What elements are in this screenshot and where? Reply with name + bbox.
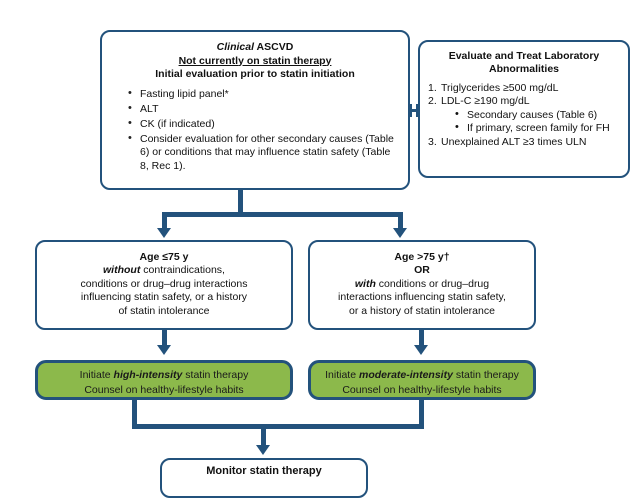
list-item-number: 3. — [428, 136, 437, 148]
lab-numbered-list: 1. Triglycerides ≥500 mg/dL 2. LDL-C ≥190 … — [428, 82, 620, 149]
initiate-high-intensity-box: Initiate high-intensity statin therapy C… — [35, 360, 293, 400]
list-item: ALT — [128, 102, 396, 116]
list-item: Consider evaluation for other secondary … — [128, 132, 396, 173]
age-le-75-line4: influencing statin safety, or a history — [80, 291, 248, 304]
ascvd-word: ASCVD — [254, 41, 294, 53]
ascvd-heading: Clinical ASCVD Not currently on statin t… — [112, 41, 398, 82]
flowchart-canvas: Clinical ASCVD Not currently on statin t… — [0, 0, 638, 479]
age-gt-75-line1: Age >75 y† — [394, 251, 450, 263]
moderate-intensity-pre: Initiate — [325, 369, 359, 381]
lab-heading: Evaluate and Treat Laboratory Abnormalit… — [428, 50, 620, 76]
list-item: 2. LDL-C ≥190 mg/dL Secondary causes (Tab… — [428, 95, 620, 136]
age-gt-75-box: Age >75 y† OR with conditions or drug–dr… — [308, 240, 536, 330]
connector-right-drop — [398, 212, 403, 230]
high-intensity-line2: Counsel on healthy-lifestyle habits — [84, 384, 244, 396]
dashed-connector-right-cap — [416, 104, 419, 117]
ascvd-clinical-word: Clinical — [216, 41, 255, 53]
age-gt-75-line3-rest: conditions or drug–drug — [375, 277, 490, 290]
age-gt-75-text: Age >75 y† OR with conditions or drug–dr… — [310, 242, 534, 318]
list-item-text: Triglycerides ≥500 mg/dL — [441, 82, 559, 94]
arrow-to-age-gt-box — [393, 228, 407, 238]
arrow-to-green-moderate-box — [414, 345, 428, 355]
connector-green-high-down — [132, 400, 137, 427]
lab-abnormalities-box: Evaluate and Treat Laboratory Abnormalit… — [418, 40, 630, 178]
list-item: If primary, screen family for FH — [441, 121, 620, 136]
ascvd-heading-line3: Initial evaluation prior to statin initi… — [155, 68, 355, 80]
arrow-to-age-le-box — [157, 228, 171, 238]
moderate-intensity-emph: moderate-intensity — [358, 369, 453, 381]
high-intensity-pre: Initiate — [79, 369, 114, 381]
connector-trunk-vertical — [238, 190, 243, 215]
moderate-intensity-line2: Counsel on healthy-lifestyle habits — [342, 384, 502, 396]
list-item-number: 2. — [428, 95, 437, 108]
list-item: Secondary causes (Table 6) — [441, 108, 620, 123]
initiate-moderate-intensity-text: Initiate moderate-intensity statin thera… — [311, 363, 533, 398]
age-le-75-box: Age ≤75 y without contraindications, con… — [35, 240, 293, 330]
high-intensity-line1: Initiate high-intensity statin therapy — [38, 368, 290, 383]
list-item-number: 1. — [428, 82, 437, 94]
clinical-ascvd-box: Clinical ASCVD Not currently on statin t… — [100, 30, 410, 190]
lab-heading-line1: Evaluate and Treat Laboratory — [448, 50, 600, 62]
list-item-text: Unexplained ALT ≥3 times ULN — [441, 136, 587, 148]
moderate-intensity-post: statin therapy — [452, 369, 519, 381]
connector-age-gt-to-green — [419, 330, 424, 348]
list-item: 3. Unexplained ALT ≥3 times ULN — [428, 136, 620, 149]
list-item-text: LDL-C ≥190 mg/dL — [441, 95, 530, 108]
monitor-statin-therapy-box: Monitor statin therapy — [160, 458, 368, 498]
age-le-75-line2-rest: contraindications, — [140, 264, 225, 277]
initiate-moderate-intensity-box: Initiate moderate-intensity statin thera… — [308, 360, 536, 400]
ascvd-bullet-list: Fasting lipid panel* ALT CK (if indicate… — [112, 86, 398, 173]
age-le-75-text: Age ≤75 y without contraindications, con… — [37, 242, 291, 318]
arrow-to-monitor-box — [256, 445, 270, 455]
age-le-75-line5: of statin intolerance — [118, 304, 210, 317]
high-intensity-emph: high-intensity — [113, 369, 183, 381]
moderate-intensity-line1: Initiate moderate-intensity statin thera… — [311, 368, 533, 383]
list-item: 1. Triglycerides ≥500 mg/dL — [428, 82, 620, 95]
age-le-75-line3: conditions or drug–drug interactions — [80, 277, 248, 290]
monitor-statin-therapy-title: Monitor statin therapy — [206, 465, 322, 477]
age-gt-75-line4: interactions influencing statin safety, — [338, 291, 506, 304]
ascvd-heading-line2: Not currently on statin therapy — [178, 54, 332, 67]
lab-sub-list: Secondary causes (Table 6) If primary, s… — [441, 108, 620, 136]
connector-merge-vertical — [261, 424, 266, 447]
initiate-high-intensity-text: Initiate high-intensity statin therapy C… — [38, 363, 290, 398]
high-intensity-post: statin therapy — [182, 369, 249, 381]
age-le-75-line2: without contraindications, — [44, 264, 284, 277]
connector-age-le-to-green — [162, 330, 167, 348]
connector-split-horizontal — [162, 212, 403, 217]
list-item: CK (if indicated) — [128, 117, 396, 131]
connector-merge-horizontal — [132, 424, 424, 429]
list-item: Fasting lipid panel* — [128, 86, 396, 101]
age-gt-75-line3: with conditions or drug–drug — [317, 278, 527, 291]
connector-green-moderate-down — [419, 400, 424, 427]
connector-left-drop — [162, 212, 167, 230]
age-gt-75-line5: or a history of statin intolerance — [349, 304, 495, 317]
arrow-to-green-high-box — [157, 345, 171, 355]
age-gt-75-line2: OR — [414, 264, 430, 277]
lab-heading-line2: Abnormalities — [488, 63, 559, 75]
ascvd-heading-line1: Clinical ASCVD — [112, 41, 398, 55]
age-gt-75-with-word: with — [354, 277, 376, 290]
age-le-75-without-word: without — [103, 264, 141, 277]
age-le-75-line1: Age ≤75 y — [139, 251, 189, 263]
